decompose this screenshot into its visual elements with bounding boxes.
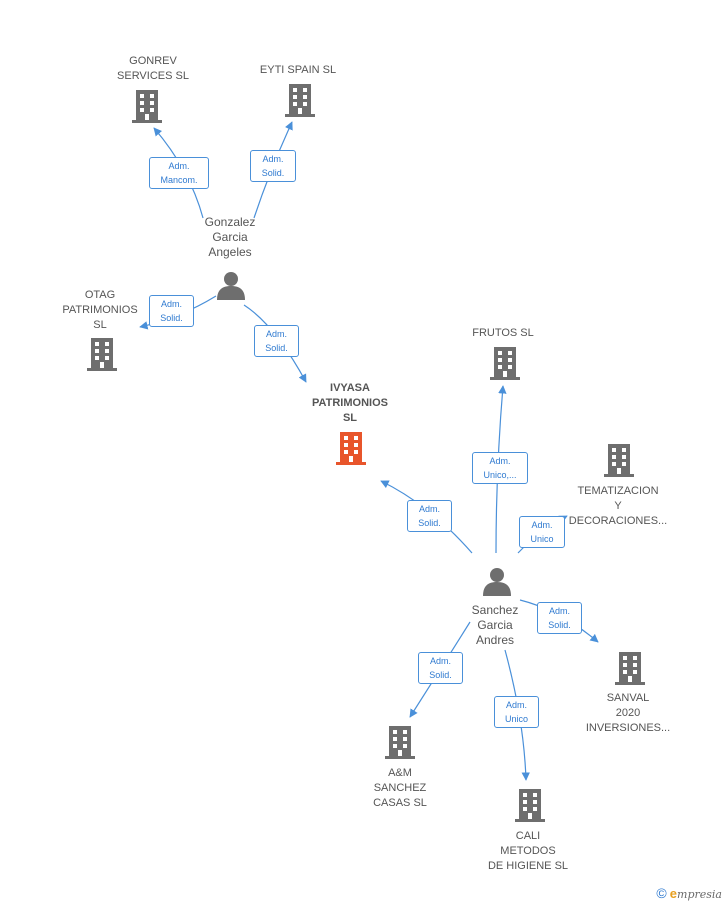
- node-label-gonzalez[interactable]: Gonzalez Garcia Angeles: [204, 215, 256, 259]
- node-label-am[interactable]: A&M SANCHEZ CASAS SL: [373, 767, 427, 809]
- building-icon[interactable]: [515, 789, 545, 822]
- building-icon[interactable]: [385, 726, 415, 759]
- edge-label-sanchez-tematizacion: Adm. Unico: [519, 516, 565, 548]
- node-label-sanchez[interactable]: Sanchez Garcia Andres: [471, 603, 519, 647]
- node-label-ivyasa[interactable]: IVYASA PATRIMONIOS SL: [312, 382, 388, 424]
- node-label-otag[interactable]: OTAG PATRIMONIOS SL: [62, 289, 138, 331]
- node-label-sanval[interactable]: SANVAL 2020 INVERSIONES...: [585, 692, 671, 734]
- edge-label-gonzalez-gonrev: Adm. Mancom.: [149, 157, 209, 189]
- edge-label-sanchez-frutos: Adm. Unico,...: [472, 452, 528, 484]
- edge-label-gonzalez-eyti: Adm. Solid.: [250, 150, 296, 182]
- building-icon[interactable]: [490, 347, 520, 380]
- person-icon[interactable]: [217, 272, 245, 300]
- building-icon[interactable]: [615, 652, 645, 685]
- brand-initial: e: [669, 886, 678, 901]
- building-icon[interactable]: [604, 444, 634, 477]
- person-icon[interactable]: [483, 568, 511, 596]
- focus-building-icon[interactable]: [336, 432, 366, 465]
- node-label-tematizacion[interactable]: TEMATIZACION Y DECORACIONES...: [568, 485, 668, 527]
- node-label-gonrev[interactable]: GONREV SERVICES SL: [117, 55, 189, 82]
- edge-label-sanchez-ivyasa: Adm. Solid.: [407, 500, 452, 532]
- copyright-icon: ©: [656, 885, 667, 901]
- brand-name: mpresia: [677, 888, 722, 901]
- building-icon[interactable]: [285, 84, 315, 117]
- building-icon[interactable]: [132, 90, 162, 123]
- edge-label-gonzalez-otag: Adm. Solid.: [149, 295, 194, 327]
- edge-label-sanchez-cali: Adm. Unico: [494, 696, 539, 728]
- node-label-eyti[interactable]: EYTI SPAIN SL: [259, 64, 337, 76]
- building-icon[interactable]: [87, 338, 117, 371]
- edge-label-sanchez-am: Adm. Solid.: [418, 652, 463, 684]
- edge-label-sanchez-sanval: Adm. Solid.: [537, 602, 582, 634]
- edge-label-gonzalez-ivyasa: Adm. Solid.: [254, 325, 299, 357]
- node-label-frutos[interactable]: FRUTOS SL: [472, 327, 534, 339]
- footer-brand: © empresia: [656, 885, 722, 901]
- node-label-cali[interactable]: CALI METODOS DE HIGIENE SL: [487, 830, 569, 872]
